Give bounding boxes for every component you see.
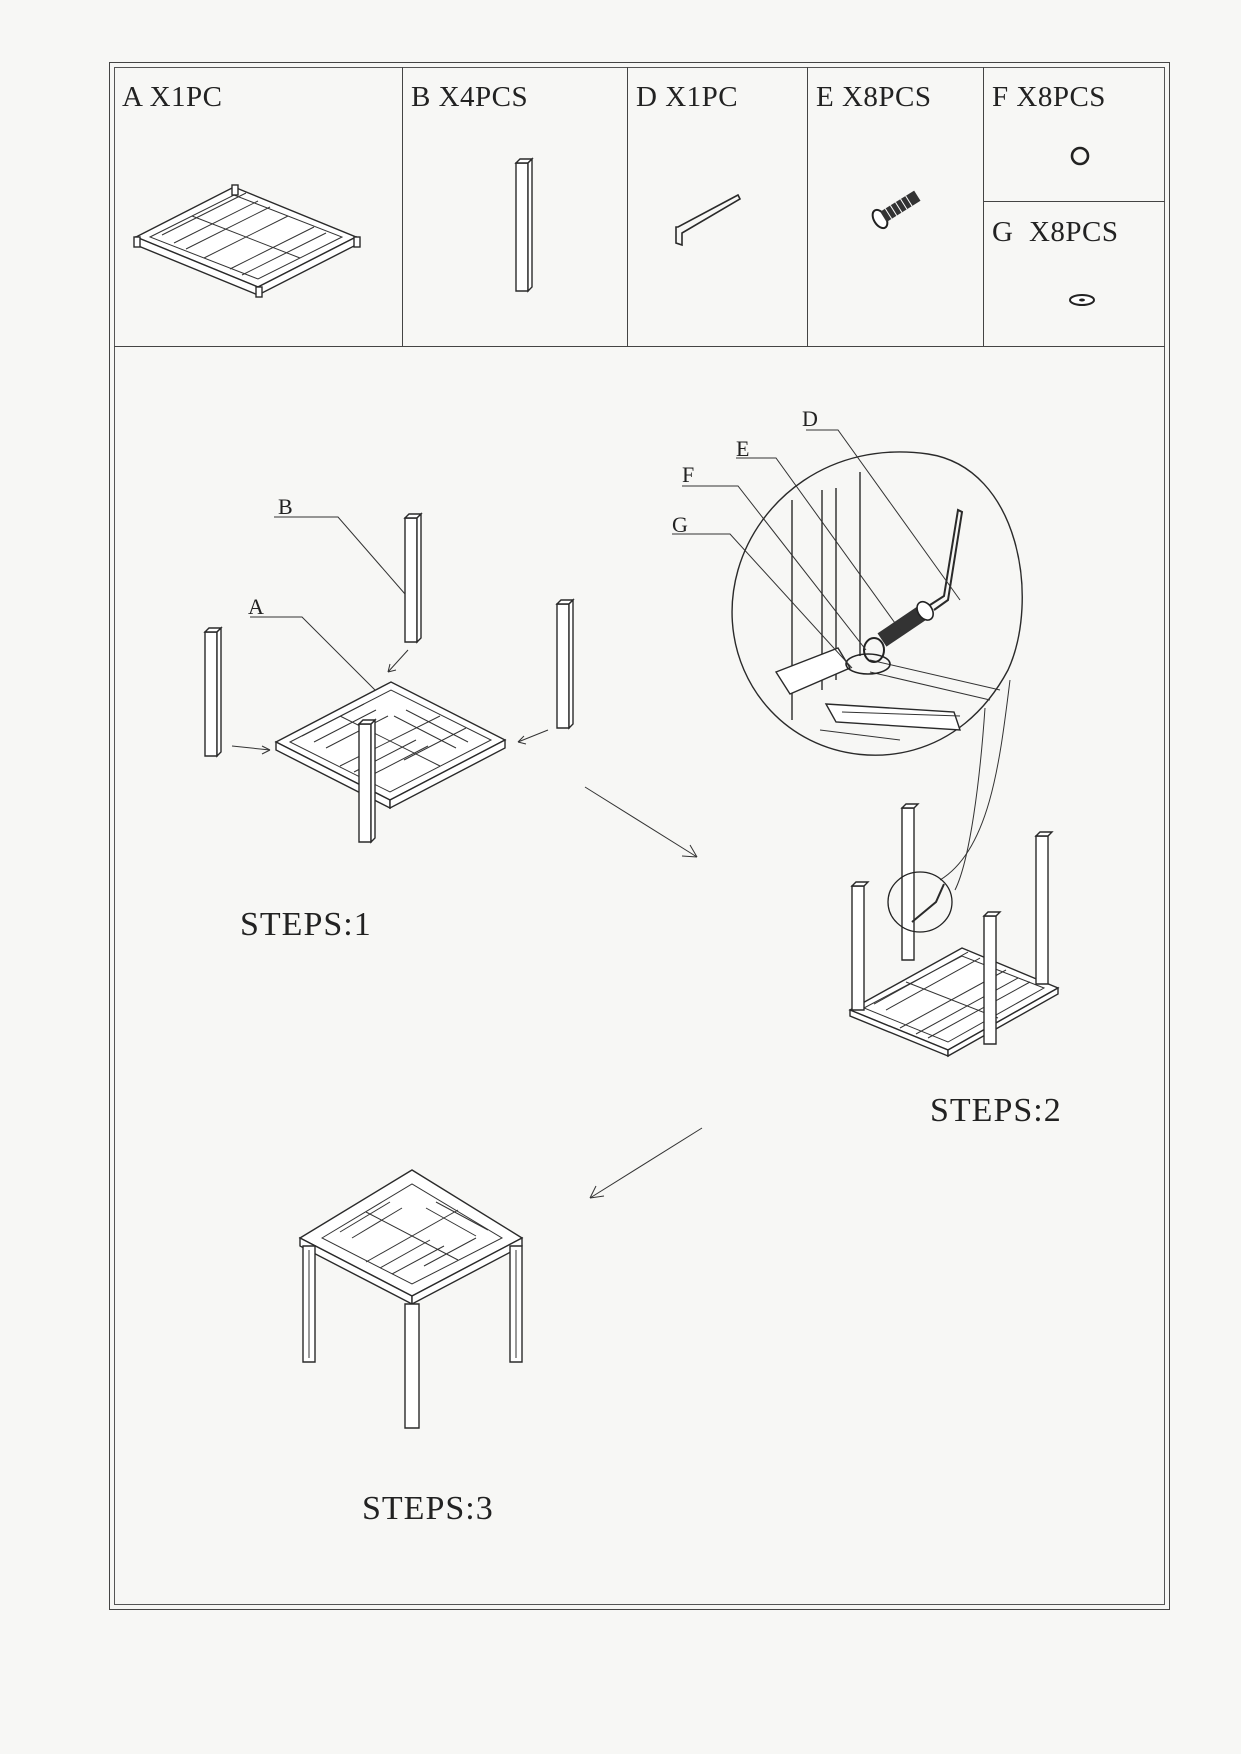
tabletop-icon xyxy=(133,184,361,298)
spring-washer-icon xyxy=(1070,146,1090,166)
callout-d: D xyxy=(802,406,818,431)
part-cell-f: F X8PCS xyxy=(984,67,1165,202)
step3-illustration xyxy=(298,1169,524,1429)
step2-detail-view xyxy=(672,429,1023,891)
step2-illustration xyxy=(848,803,1060,1058)
part-a-label: A X1PC xyxy=(122,81,223,113)
step-3-label: STEPS:3 xyxy=(362,1490,494,1527)
part-cell-d: D X1PC xyxy=(628,67,808,347)
arrow-step2-to-step3 xyxy=(589,1127,703,1199)
callout-b: B xyxy=(278,494,293,519)
part-cell-g: G X8PCS xyxy=(984,202,1165,347)
callout-f: F xyxy=(682,462,695,487)
step-2-label: STEPS:2 xyxy=(930,1092,1062,1129)
callout-e: E xyxy=(736,436,750,461)
page-border-inner xyxy=(114,67,1165,1605)
bolt-icon xyxy=(871,190,921,230)
parts-list: A X1PC xyxy=(114,67,1165,347)
part-cell-e: E X8PCS xyxy=(808,67,984,347)
arrow-step1-to-step2 xyxy=(584,786,698,858)
part-g-label: G X8PCS xyxy=(992,216,1119,248)
part-e-label: E X8PCS xyxy=(816,81,932,113)
callout-a: A xyxy=(248,594,264,619)
part-cell-fg: F X8PCS G X8PCS xyxy=(984,67,1165,347)
allen-key-icon xyxy=(675,193,742,247)
step-1-label: STEPS:1 xyxy=(240,906,372,943)
part-d-label: D X1PC xyxy=(636,81,739,113)
page-border-outer xyxy=(109,62,1170,1610)
part-cell-a: A X1PC xyxy=(114,67,403,347)
callout-g: G xyxy=(672,512,688,537)
step1-illustration xyxy=(203,512,575,844)
part-b-label: B X4PCS xyxy=(411,81,529,113)
leg-icon xyxy=(514,157,534,293)
flat-washer-icon xyxy=(1069,294,1095,306)
part-cell-b: B X4PCS xyxy=(403,67,628,347)
part-f-label: F X8PCS xyxy=(992,81,1106,113)
